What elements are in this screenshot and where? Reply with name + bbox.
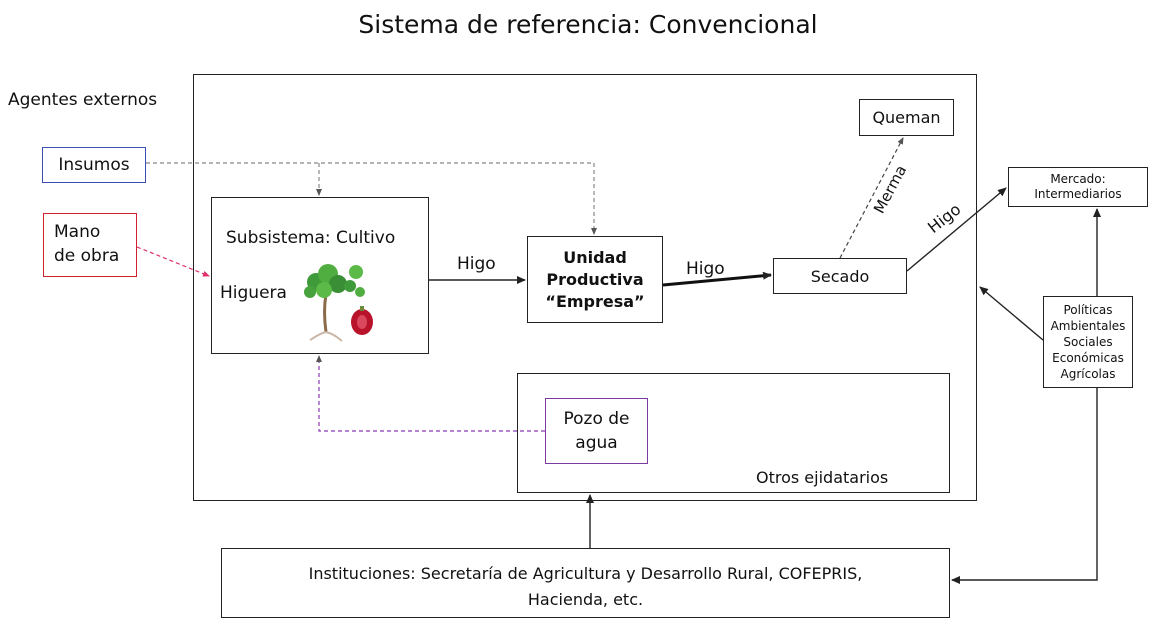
politicas-to-instituciones-arrow (951, 388, 1098, 584)
unidad-productiva-label: Unidad Productiva “Empresa” (545, 247, 645, 311)
subsistema-title: Subsistema: Cultivo (226, 228, 396, 248)
politicas-label: Políticas Ambientales Sociales Económica… (1050, 303, 1126, 381)
higo-label-unidad-secado: Higo (686, 259, 725, 279)
insumos-box: Insumos (42, 147, 146, 183)
secado-box: Secado (773, 258, 907, 294)
higo-label-cultivo-unidad: Higo (457, 254, 496, 274)
mercado-label: Mercado: Intermediarios (1034, 172, 1122, 201)
secado-label: Secado (810, 266, 870, 286)
pozo-to-cultivo-arrow (316, 355, 545, 432)
queman-label: Queman (872, 108, 941, 127)
unidad-to-secado-arrow (662, 271, 772, 287)
subsistema-cultivo-box: Subsistema: Cultivo Higuera (211, 197, 429, 354)
politicas-to-system-arrow (979, 286, 1044, 341)
secado-to-queman-arrow (839, 137, 904, 259)
politicas-box: Políticas Ambientales Sociales Económica… (1043, 296, 1133, 388)
pozo-de-agua-label: Pozo de agua (563, 409, 630, 453)
mano-de-obra-arrow (136, 246, 210, 277)
queman-box: Queman (859, 99, 954, 136)
mano-de-obra-box: Mano de obra (43, 213, 137, 277)
unidad-productiva-box: Unidad Productiva “Empresa” (527, 236, 663, 323)
pozo-de-agua-box: Pozo de agua (545, 398, 648, 464)
diagram-title: Sistema de referencia: Convencional (358, 10, 818, 39)
instituciones-box: Instituciones: Secretaría de Agricultura… (221, 548, 950, 618)
fig-tree-icon (304, 264, 373, 342)
otros-ejidatarios-label: Otros ejidatarios (756, 468, 889, 487)
instituciones-label: Instituciones: Secretaría de Agricultura… (308, 564, 863, 609)
secado-to-mercado-arrow (906, 187, 1007, 272)
insumos-label: Insumos (58, 155, 130, 175)
higuera-label: Higuera (220, 283, 287, 303)
agentes-externos-label: Agentes externos (8, 90, 158, 110)
mercado-box: Mercado: Intermediarios (1008, 167, 1148, 207)
